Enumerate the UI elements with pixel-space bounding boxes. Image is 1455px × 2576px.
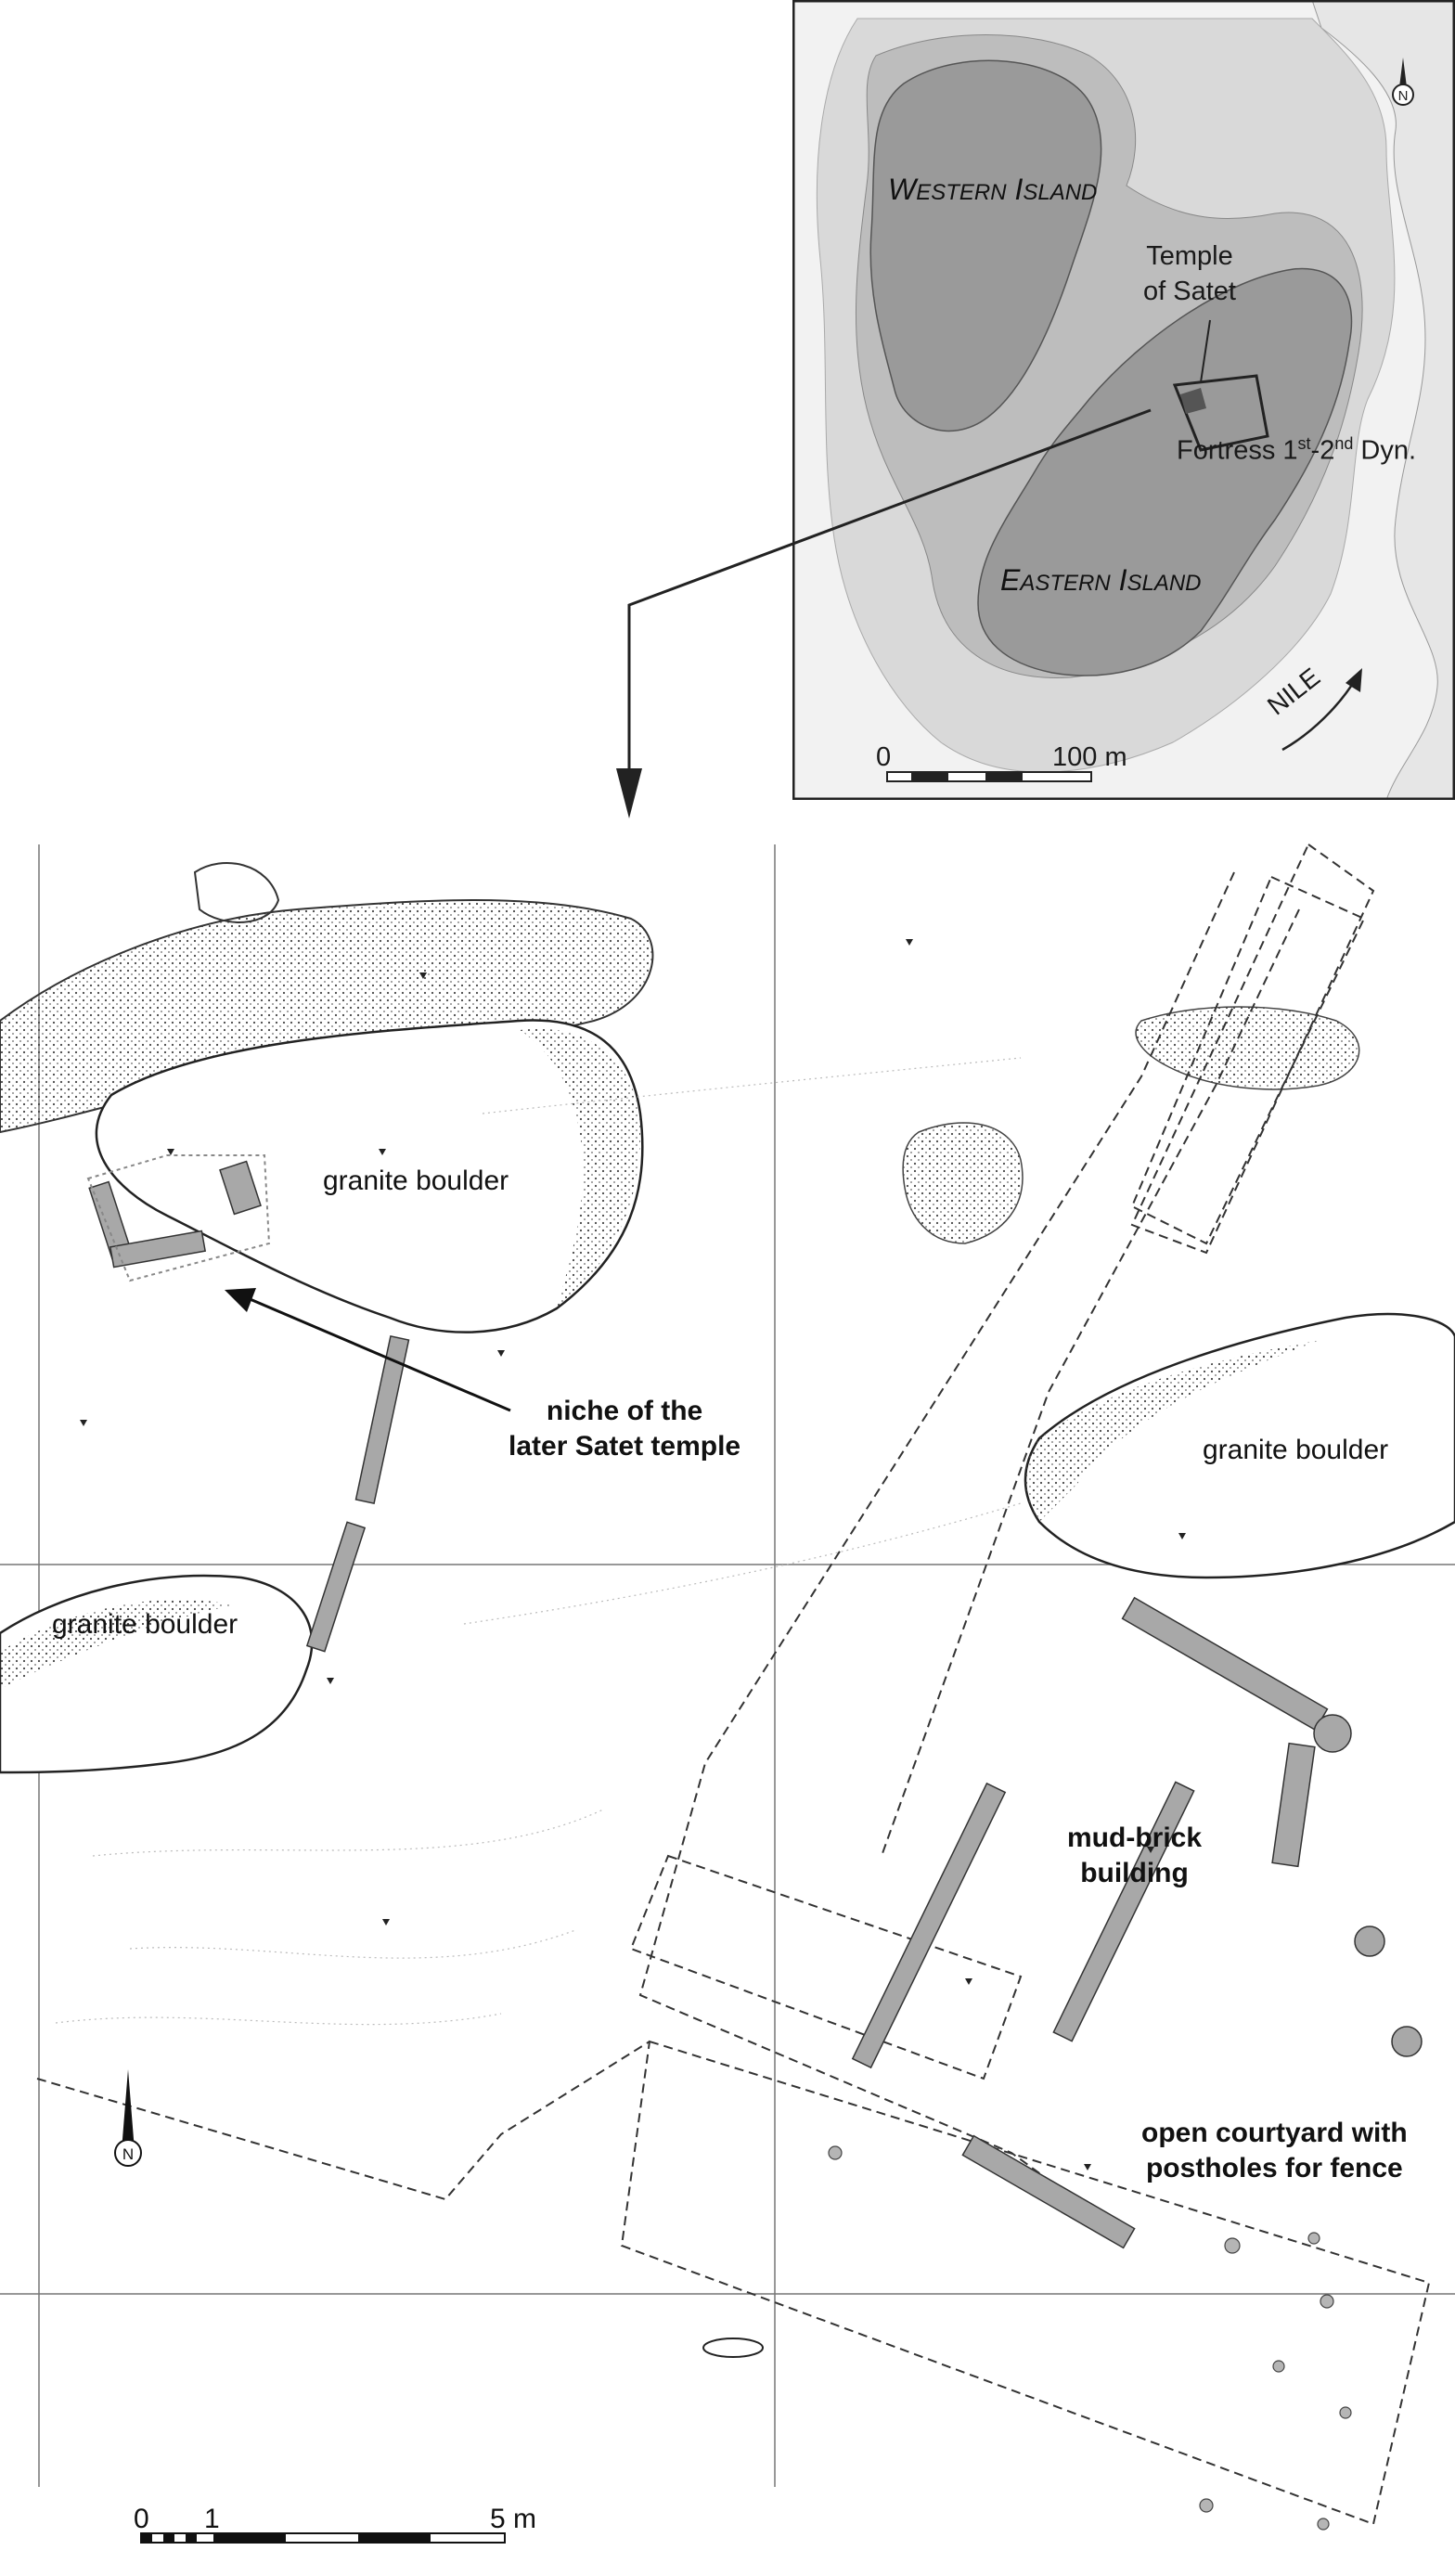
temple-pointer-line xyxy=(1200,319,1211,383)
thin-walls xyxy=(305,1334,1195,2249)
contour-lines xyxy=(55,1057,1022,2026)
rock-mid xyxy=(902,1122,1024,1244)
granite-boulder-upper xyxy=(95,1019,644,1333)
fortress-label: Fortress 1st-2nd Dyn. xyxy=(1177,434,1417,466)
inset-scale-end: 100 m xyxy=(1052,742,1127,772)
niche-pointer-arrow xyxy=(225,1288,511,1412)
boulder-right-shading xyxy=(1025,1341,1318,1522)
site-scale-one: 1 xyxy=(204,2504,220,2534)
site-scale-bar xyxy=(140,2532,506,2544)
site-scale-five: 5 m xyxy=(490,2504,537,2534)
western-island-label: WESTERN ISLAND xyxy=(888,173,1098,206)
east-bank xyxy=(1311,0,1455,800)
niche-outline xyxy=(86,1154,271,1282)
granite-boulder-label-upper: granite boulder xyxy=(323,1166,509,1196)
courtyard-label: open courtyard with postholes for fence xyxy=(1141,2118,1408,2184)
postholes xyxy=(828,2145,1352,2531)
trench-outlines xyxy=(36,843,1431,2526)
svg-text:N: N xyxy=(122,2145,134,2163)
granite-boulder-right xyxy=(1024,1312,1455,1579)
inset-scale-bar xyxy=(886,771,1092,782)
niche-walls xyxy=(88,1160,262,1269)
mudbrick-building-label: mud-brick building xyxy=(1067,1823,1203,1889)
river-arrow-head-icon xyxy=(1346,668,1362,692)
inset-north-arrow-icon: N xyxy=(1392,58,1414,106)
rock-hollow xyxy=(193,862,280,923)
fortress-outline xyxy=(1172,374,1269,452)
site-plan: N xyxy=(0,843,1455,2544)
granite-boulder-label-right: granite boulder xyxy=(1203,1435,1389,1465)
inset-frame xyxy=(792,0,1455,800)
site-north-arrow-icon: N xyxy=(114,2069,142,2167)
temple-label: Temple of Satet xyxy=(1143,241,1236,306)
temple-marker xyxy=(1180,388,1206,414)
connector-arrow xyxy=(616,408,1152,818)
granite-boulder-label-left: granite boulder xyxy=(52,1609,238,1640)
eastern-island-label: EASTERN ISLAND xyxy=(1000,563,1202,597)
oval-feature xyxy=(702,2338,764,2358)
mudbrick-walls xyxy=(1121,1596,1423,2057)
niche-label: niche of the later Satet temple xyxy=(509,1396,741,1462)
level-markers xyxy=(80,939,1186,2170)
svg-text:N: N xyxy=(1398,88,1409,104)
boulder-upper-shading xyxy=(520,1028,640,1308)
site-scale-zero: 0 xyxy=(134,2504,149,2534)
inset-scale-zero: 0 xyxy=(876,742,892,772)
boulder-left-shading xyxy=(0,1599,232,1689)
western-island xyxy=(869,59,1102,432)
inset-map: N xyxy=(792,0,1455,800)
eastern-island xyxy=(977,267,1353,676)
